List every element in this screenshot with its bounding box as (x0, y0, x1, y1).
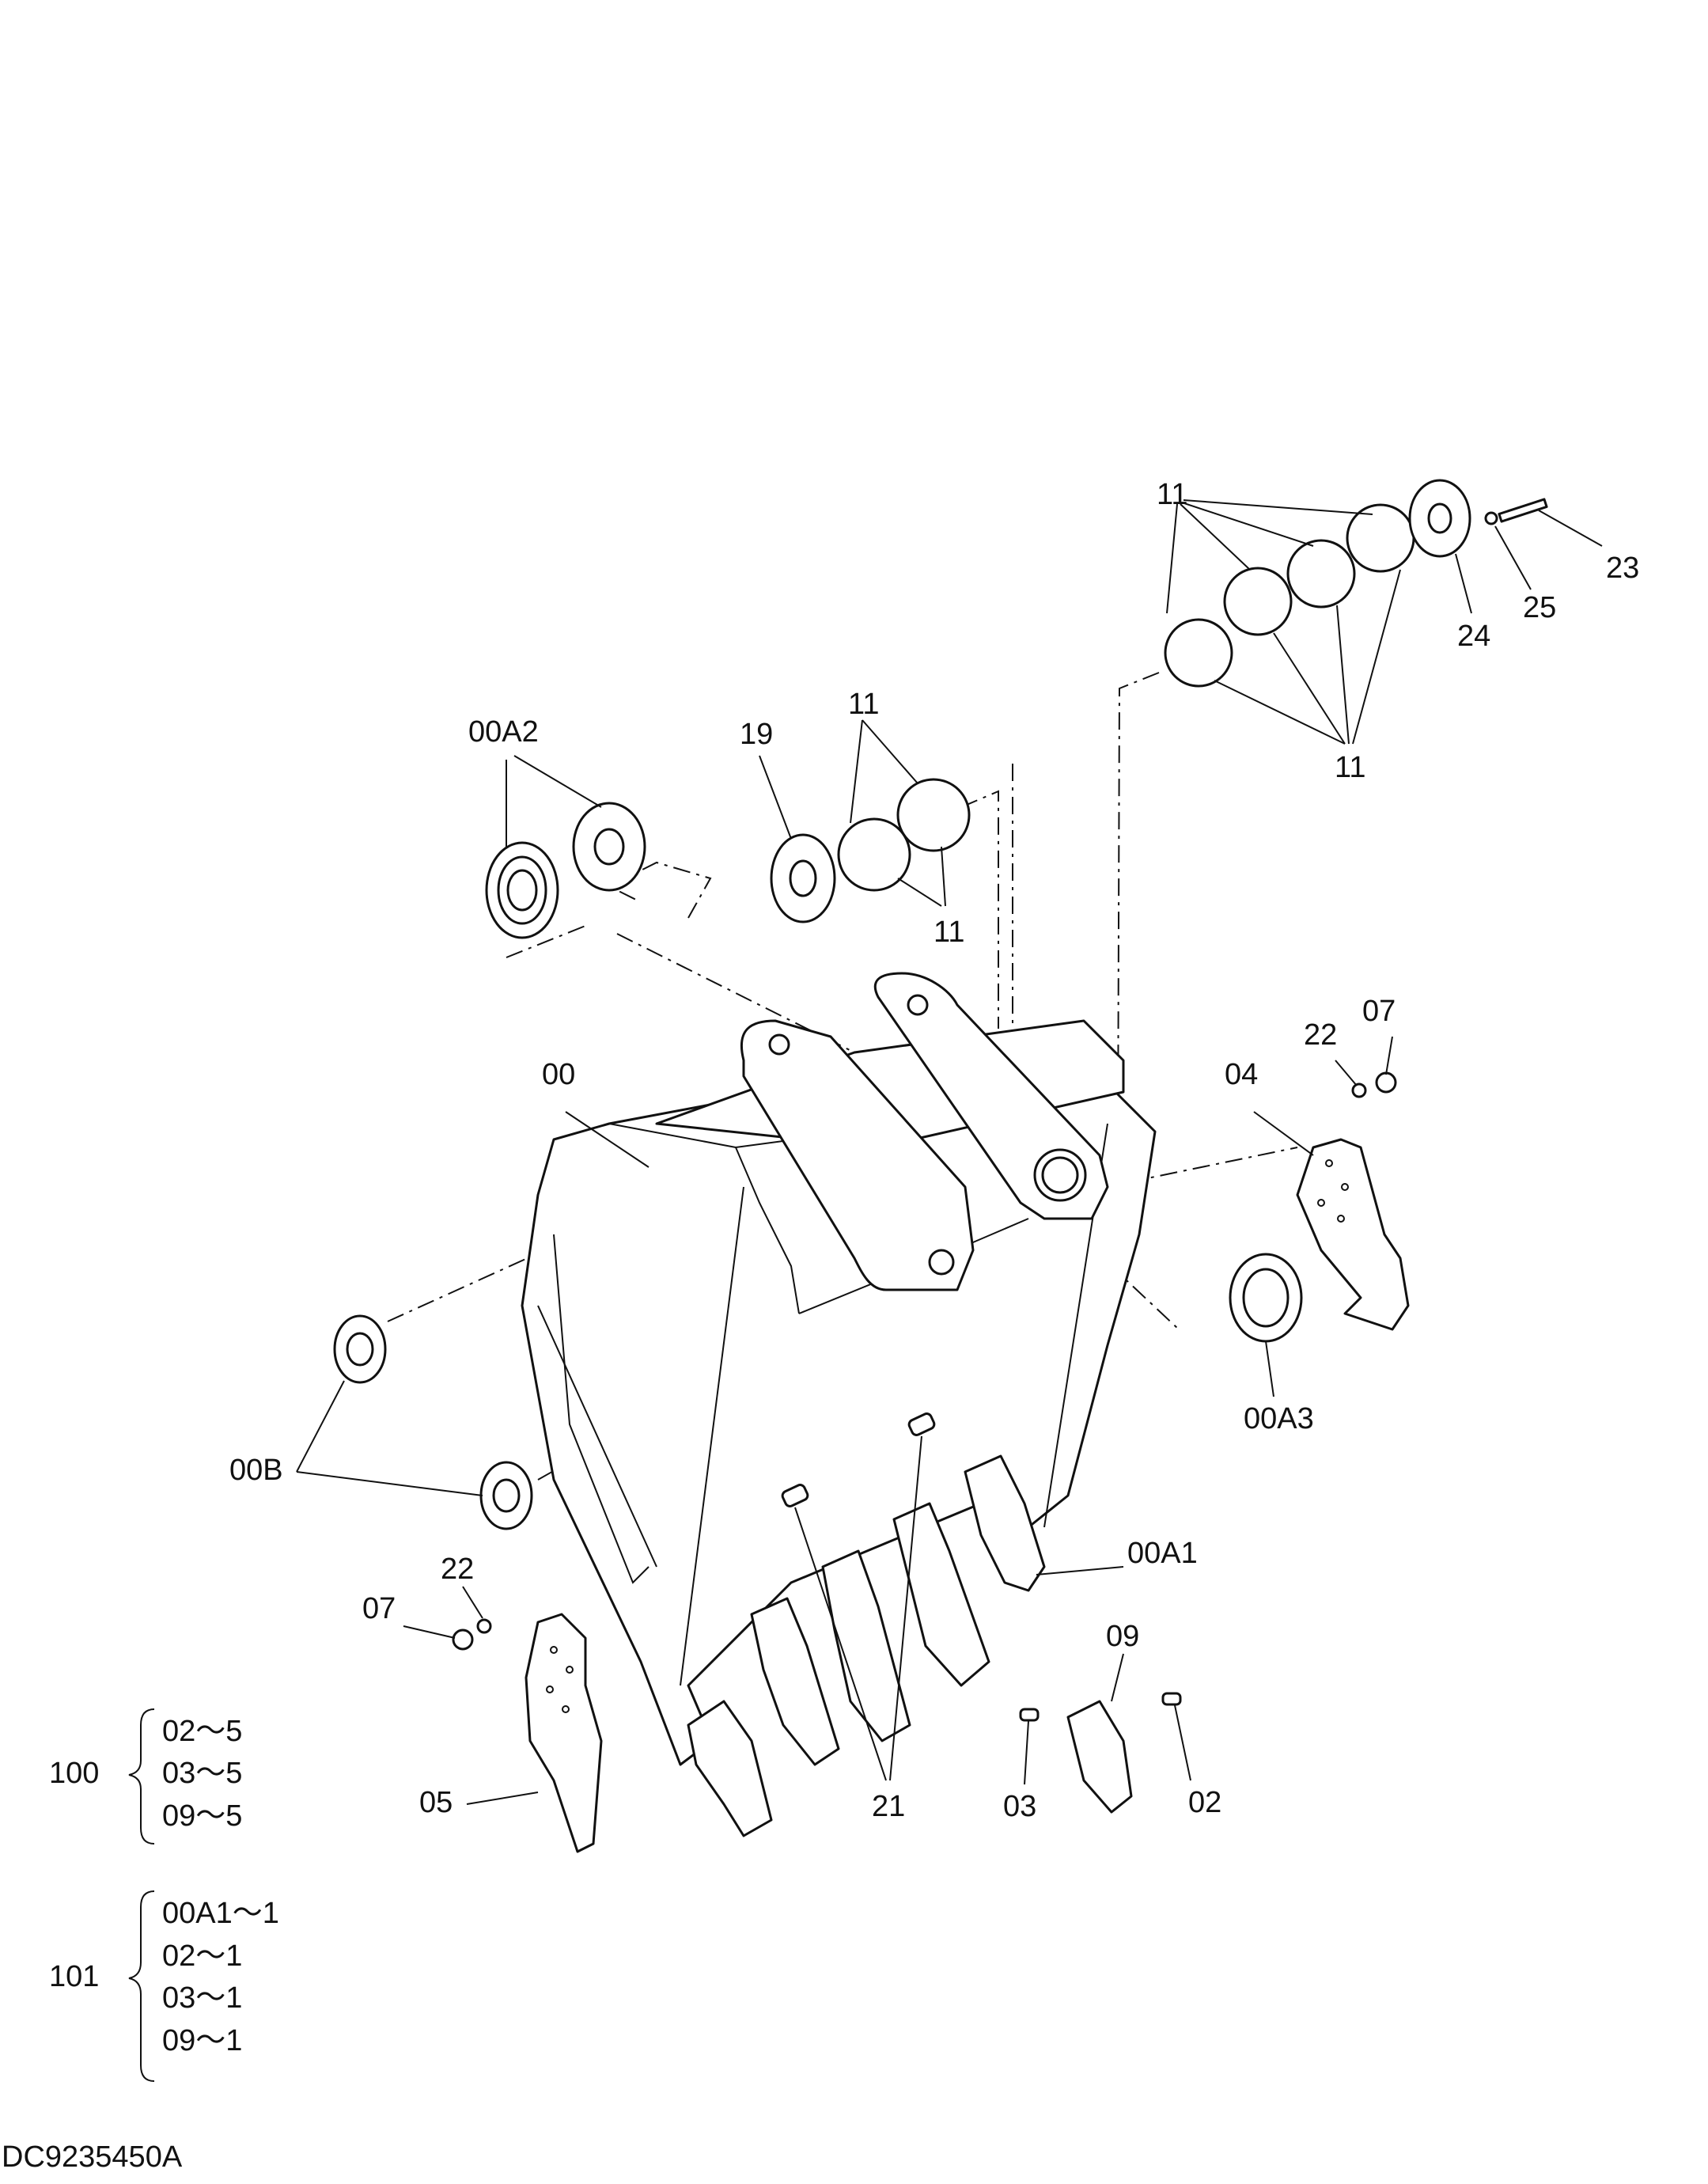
callout-07-left: 07 (362, 1592, 396, 1625)
bucket-body (521, 972, 1157, 1766)
callout-00B: 00B (229, 1454, 283, 1487)
callout-23: 23 (1606, 552, 1639, 585)
plate-24 (1408, 479, 1471, 558)
callout-11-right: 11 (1335, 751, 1365, 784)
callout-09: 09 (1106, 1620, 1139, 1653)
callout-02: 02 (1188, 1786, 1221, 1819)
callout-11-mid-top: 11 (848, 688, 879, 721)
kit-100: 100 02〜5 03〜5 09〜5 (49, 1708, 242, 1845)
callout-03: 03 (1003, 1790, 1036, 1823)
callout-19: 19 (740, 718, 773, 751)
kit-brace (128, 1708, 155, 1845)
bushing-00A2 (485, 802, 646, 939)
kit-number: 100 (49, 1757, 99, 1790)
callout-04: 04 (1225, 1058, 1258, 1091)
callout-22-right: 22 (1304, 1018, 1337, 1052)
callout-25: 25 (1523, 591, 1556, 624)
washer-19 (770, 833, 836, 923)
kit-number: 101 (49, 1960, 99, 1993)
callout-00A2: 00A2 (468, 715, 539, 749)
side-cutter-left (525, 1613, 603, 1853)
callout-05: 05 (419, 1786, 453, 1819)
callout-00: 00 (542, 1058, 575, 1091)
washer-25 (1484, 511, 1498, 525)
nuts-washers (452, 1071, 1397, 1651)
callout-24: 24 (1457, 620, 1490, 653)
kit-item: 09〜1 (162, 2024, 242, 2057)
callout-11-top: 11 (1157, 478, 1187, 511)
lock-02 (1161, 1692, 1182, 1706)
callout-00A3: 00A3 (1244, 1402, 1314, 1435)
side-cutter-right (1296, 1138, 1410, 1331)
bucket-teeth (687, 1454, 1182, 1837)
seal-00B (333, 1314, 533, 1530)
callouts: 11 11 11 11 23 24 25 00A2 19 00 04 22 07… (229, 478, 1639, 1823)
kit-item: 02〜1 (162, 1939, 242, 1973)
callout-11-mid-bottom: 11 (934, 916, 964, 949)
pin-03 (1019, 1708, 1040, 1722)
kit-item: 03〜5 (162, 1757, 242, 1790)
kit-item: 02〜5 (162, 1715, 242, 1748)
document-id: DC9235450A (2, 2140, 183, 2174)
leader-lines (296, 499, 1603, 1805)
kit-item: 00A1〜1 (162, 1897, 279, 1930)
shims-11-top (1164, 503, 1415, 688)
pins-21 (781, 1412, 936, 1507)
callout-00A1: 00A1 (1127, 1537, 1198, 1570)
callout-22-left: 22 (441, 1553, 474, 1586)
bushing-00A3 (1229, 1253, 1303, 1343)
shims-11-middle (837, 778, 971, 892)
bolt-23 (1498, 498, 1548, 523)
callout-21: 21 (872, 1790, 905, 1823)
kit-101: 101 00A1〜1 02〜1 03〜1 09〜1 (49, 1890, 279, 2082)
callout-07-right: 07 (1362, 995, 1396, 1028)
kit-item: 09〜5 (162, 1799, 242, 1833)
kit-item: 03〜1 (162, 1981, 242, 2015)
kit-brace (128, 1890, 155, 2082)
